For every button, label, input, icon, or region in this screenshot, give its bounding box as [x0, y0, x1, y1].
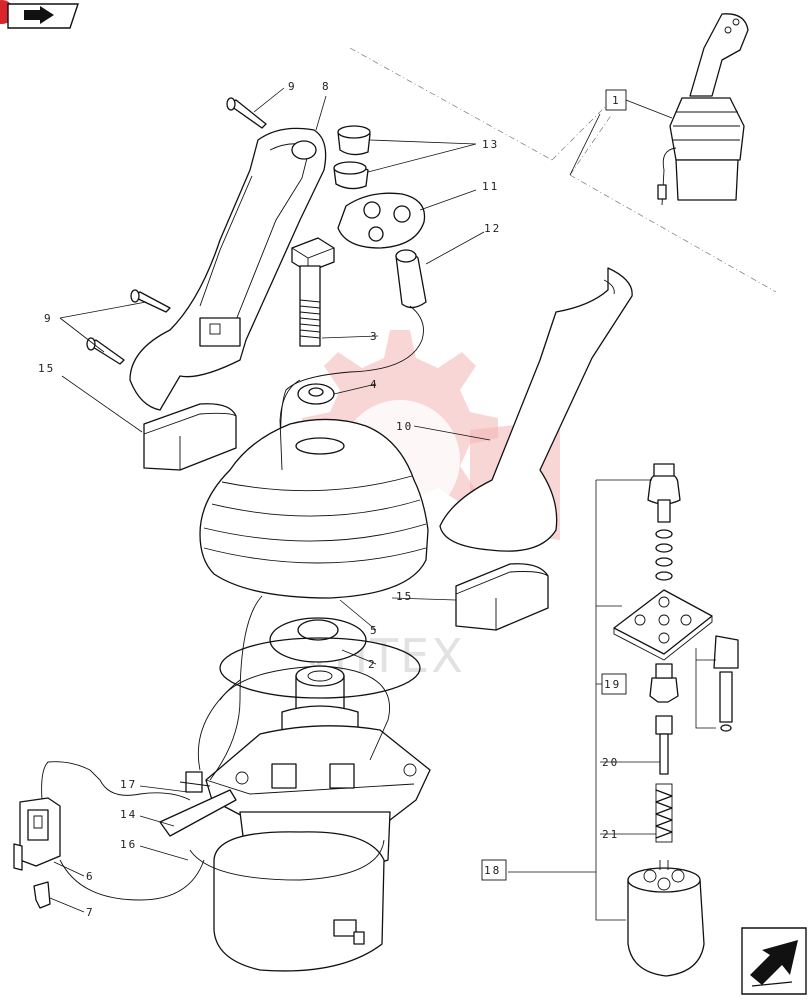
callout-13: 13 [482, 138, 499, 151]
valve-plate-part [613, 589, 713, 661]
leader-line [315, 95, 327, 131]
callout-2: 2 [368, 658, 377, 671]
guide-line [551, 99, 613, 161]
callout-15a: 15 [38, 362, 55, 375]
leader-line [139, 845, 189, 861]
callout-box [481, 859, 507, 881]
electrical-connector-part [13, 797, 61, 871]
leader-line [253, 87, 285, 113]
callout-9b: 9 [44, 312, 53, 325]
callout-7: 7 [86, 906, 95, 919]
plunger-part [649, 663, 679, 703]
retaining-ring-part [269, 617, 367, 663]
callout-11: 11 [482, 180, 499, 193]
group-bracket [595, 480, 626, 921]
wire-clip-part [179, 771, 211, 793]
callout-18: 18 [484, 864, 501, 877]
handle-half-part [439, 267, 633, 552]
callout-15b: 15 [396, 590, 413, 603]
leader-line [139, 815, 175, 827]
return-spring-part [655, 783, 673, 843]
leader-line [419, 189, 477, 211]
nut-part [297, 383, 335, 405]
callout-21: 21 [602, 828, 619, 841]
bolt-part [291, 237, 335, 347]
leader-line [59, 301, 147, 353]
callout-17: 17 [120, 778, 137, 791]
guide-line [569, 113, 613, 176]
callout-1: 1 [612, 94, 621, 107]
leader-line [569, 113, 601, 176]
screw-part [226, 97, 267, 129]
leader-line [321, 335, 379, 339]
leader-line [425, 231, 485, 265]
leader-line [49, 897, 85, 913]
leader-line [413, 425, 491, 441]
handle-half-part [129, 127, 327, 411]
page-back-arrow-icon[interactable] [0, 0, 79, 29]
joystick-assembly-thumbnail [657, 13, 749, 206]
callout-5: 5 [370, 624, 379, 637]
callout-box [601, 673, 627, 695]
valve-housing-part [627, 860, 705, 977]
leader-line [339, 599, 377, 631]
guide-line [569, 174, 777, 293]
leader-line [333, 383, 377, 395]
leader-line [139, 785, 189, 793]
connector-clip-part [33, 881, 51, 909]
callout-19: 19 [604, 678, 621, 691]
callout-10: 10 [396, 420, 413, 433]
leader-line [367, 139, 477, 173]
cap-part [337, 125, 371, 156]
switch-plate-part [337, 192, 426, 249]
group-bracket [695, 648, 716, 729]
push-switch-part [280, 249, 427, 471]
callout-box [605, 89, 627, 111]
leader-line [341, 649, 377, 665]
leader-line [391, 597, 457, 601]
screw-part [86, 337, 125, 365]
callout-14: 14 [120, 808, 137, 821]
callout-8: 8 [322, 80, 331, 93]
callout-4: 4 [370, 378, 379, 391]
leader-line [61, 375, 143, 433]
leader-line [53, 861, 85, 877]
callout-20: 20 [602, 756, 619, 769]
cable-harness-part [41, 761, 205, 901]
support-block-part [143, 403, 237, 471]
pin-part [713, 635, 739, 732]
leader-line [625, 99, 673, 119]
cable-tie-part [159, 789, 237, 837]
o-ring-stack [655, 529, 673, 581]
cap-part [333, 161, 369, 190]
callout-3: 3 [370, 330, 379, 343]
valve-stem-part [655, 715, 673, 775]
next-page-arrow-icon[interactable] [741, 927, 807, 995]
group-bracket [508, 479, 652, 873]
support-block-part [455, 563, 549, 631]
valve-cartridge-part [647, 463, 681, 523]
callout-16: 16 [120, 838, 137, 851]
callout-12: 12 [484, 222, 501, 235]
rubber-boot-part [199, 379, 429, 599]
screw-part [130, 289, 171, 313]
callout-6: 6 [86, 870, 95, 883]
callout-9a: 9 [288, 80, 297, 93]
joystick-base-body [189, 595, 431, 972]
